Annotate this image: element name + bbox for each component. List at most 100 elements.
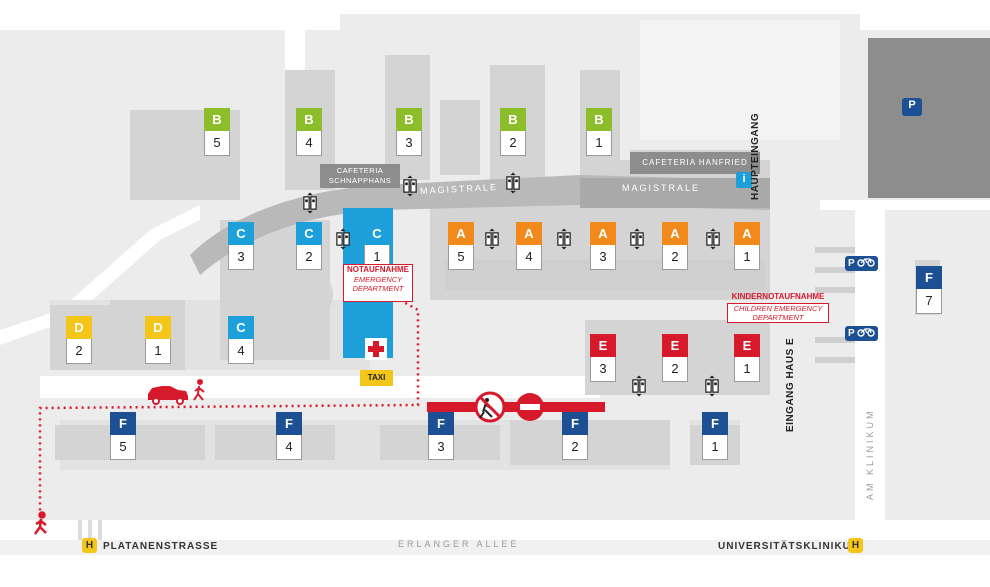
emergency-cross-icon <box>365 338 387 360</box>
building-number: 3 <box>437 439 445 454</box>
cafeteria-schnapphans-label: CAFETERIA SCHNAPPHANS <box>328 166 392 185</box>
building-letter: A <box>516 222 542 245</box>
building-letter: B <box>204 108 230 131</box>
building-letter: D <box>66 316 92 339</box>
parking-icon <box>902 98 922 116</box>
pedestrian-start-icon <box>33 511 47 535</box>
elevator-icon <box>485 228 499 250</box>
parking-garage <box>868 38 990 198</box>
building-number: 1 <box>711 439 719 454</box>
building-letter: F <box>702 412 728 435</box>
cafeteria-hanfried-label: CAFETERIA HANFRIED <box>642 158 748 167</box>
building-letter: F <box>276 412 302 435</box>
elevator-icon <box>706 228 720 250</box>
elevator-icon <box>705 375 719 397</box>
info-icon <box>736 172 752 188</box>
elevator-icon <box>506 172 520 194</box>
building-letter: A <box>448 222 474 245</box>
universitaetsklinikum-label: UNIVERSITÄTSKLINIKUM <box>718 541 861 552</box>
parking-garage-label: P <box>908 99 916 111</box>
building-letter: A <box>734 222 760 245</box>
building-number: 2 <box>509 135 517 150</box>
building-letter: C <box>228 222 254 245</box>
building-letter: F <box>916 266 942 289</box>
children-emergency-title: KINDERNOTAUFNAHME <box>731 292 825 301</box>
building-letter: D <box>145 316 171 339</box>
building-number: 4 <box>285 439 293 454</box>
walking-route <box>38 298 420 525</box>
building-number: 1 <box>743 361 751 376</box>
am-klinikum-label: AM KLINIKUM <box>865 408 875 500</box>
building-letter: F <box>110 412 136 435</box>
emergency-title: NOTAUFNAHME <box>346 265 410 274</box>
building-letter: B <box>396 108 422 131</box>
elevator-icon <box>557 228 571 250</box>
children-emergency-subtitle-1: CHILDREN EMERGENCY <box>733 304 823 313</box>
no-entry-sign-icon <box>516 393 544 421</box>
building-number: 4 <box>525 249 533 264</box>
building-number: 5 <box>457 249 465 264</box>
elevator-icon <box>632 375 646 397</box>
emergency-subtitle-1: EMERGENCY <box>353 275 403 284</box>
building-letter: E <box>590 334 616 357</box>
building-number: 3 <box>237 249 245 264</box>
elevator-icon <box>403 175 417 197</box>
haupteingang-label: HAUPTEINGANG <box>750 112 761 200</box>
bus-stop-universitaetsklinikum-icon: H <box>848 538 863 553</box>
building-number: 1 <box>154 343 162 358</box>
building-number: 2 <box>571 439 579 454</box>
building-number: 4 <box>305 135 313 150</box>
building-number: 2 <box>671 361 679 376</box>
erlanger-allee-label: ERLANGER ALLEE <box>398 539 520 549</box>
building-letter: B <box>586 108 612 131</box>
building-number: 4 <box>237 343 245 358</box>
building-number: 1 <box>595 135 603 150</box>
elevator-icon <box>630 228 644 250</box>
building-letter: C <box>296 222 322 245</box>
building-number: 1 <box>373 249 381 264</box>
no-pedestrian-sign-icon <box>474 391 506 423</box>
building-number: 3 <box>405 135 413 150</box>
eingang-haus-e-label: EINGANG HAUS E <box>785 337 796 432</box>
cafeteria-schnapphans-box <box>320 164 400 188</box>
car-icon <box>148 386 188 405</box>
building-letter: E <box>662 334 688 357</box>
building-letter: C <box>364 222 390 245</box>
building-number: 7 <box>925 293 933 308</box>
building-letter: F <box>428 412 454 435</box>
pedestrian-icon <box>193 379 205 401</box>
building-letter: E <box>734 334 760 357</box>
building-letter: B <box>500 108 526 131</box>
building-number: 5 <box>119 439 127 454</box>
building-letter: B <box>296 108 322 131</box>
emergency-subtitle-2: DEPARTMENT <box>352 284 404 293</box>
building-number: 1 <box>743 249 751 264</box>
building-number: 2 <box>75 343 83 358</box>
